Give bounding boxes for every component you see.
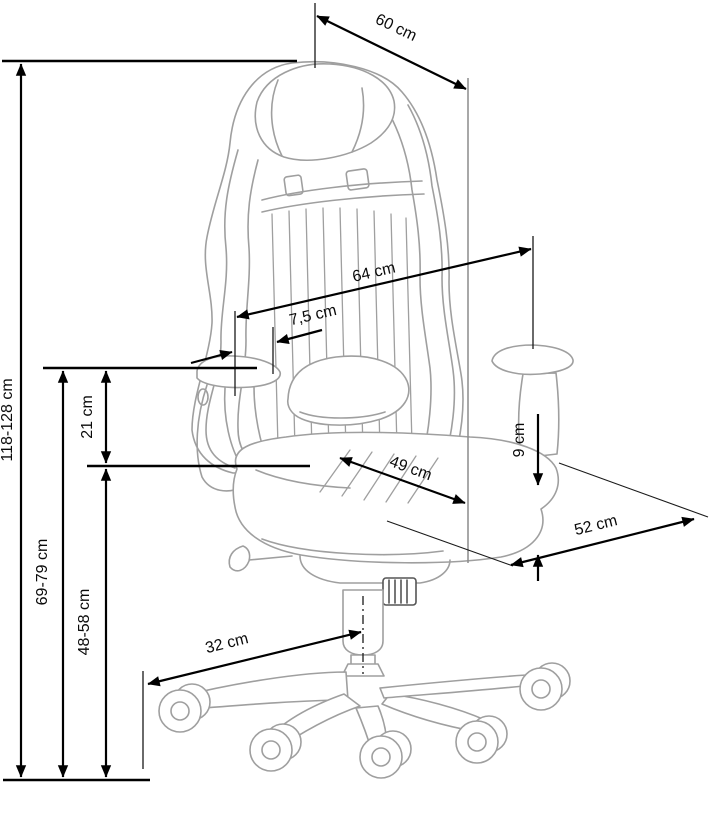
dim-label-seat-width: 52 cm	[573, 512, 619, 539]
dim-line-top-width	[316, 15, 467, 90]
dim-label-armrest-floor: 69-79 cm	[34, 539, 51, 606]
dim-line-seat-depth	[339, 456, 466, 505]
caster-front	[359, 730, 412, 779]
caster-right	[519, 662, 571, 711]
chair-base	[158, 662, 571, 779]
dimension-lines	[15, 15, 695, 778]
chair-seat	[232, 431, 560, 564]
height-adjust-knob	[382, 577, 417, 606]
dim-label-armrest-seat: 21 cm	[79, 395, 96, 439]
dim-label-base-reach: 32 cm	[204, 630, 250, 657]
reference-lines	[2, 59, 310, 782]
dim-label-seat-floor: 48-58 cm	[76, 589, 93, 656]
caster-front-right	[455, 715, 508, 764]
dim-line-seat-width	[510, 516, 695, 568]
dim-label-total-height: 118-128 cm	[0, 378, 16, 461]
dim-label-pad-drop: 9 cm	[511, 423, 528, 458]
dim-line-offset-left	[190, 350, 233, 365]
chair-lumbar-pillow	[286, 355, 410, 426]
caster-front-left	[249, 723, 302, 772]
extension-lines	[142, 3, 709, 769]
dim-line-offset-right	[276, 328, 323, 344]
ext-seat-rear	[558, 462, 709, 518]
chair-left-armrest	[196, 355, 281, 492]
caster-left	[158, 683, 211, 733]
dim-label-top-width: 60 cm	[373, 11, 420, 45]
dim-line-base-reach	[147, 629, 362, 687]
ext-seat-front	[386, 520, 514, 567]
dim-line-backrest-length	[236, 246, 532, 320]
chair-illustration	[158, 60, 574, 779]
